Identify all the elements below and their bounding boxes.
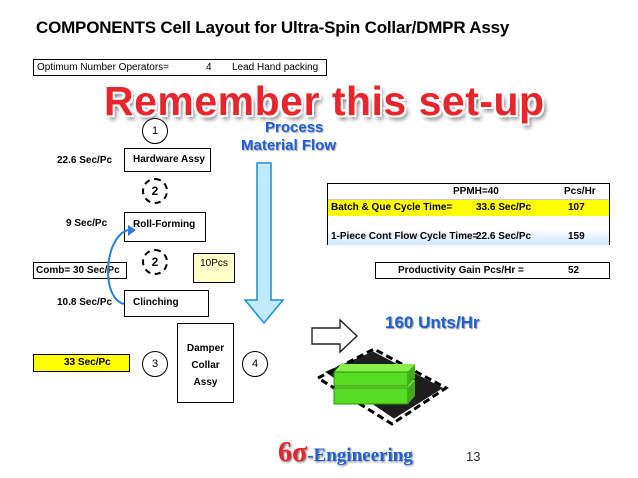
table-header-row: PPMH=40 Pcs/Hr: [328, 184, 609, 200]
page-number: 13: [466, 449, 481, 464]
operators-note: Lead Hand packing: [232, 62, 319, 73]
station-2-cycle: 9 Sec/Pc: [66, 218, 108, 229]
flow-label: 1-Piece Cont Flow Cycle Time=: [331, 231, 479, 242]
process-heading: Process: [265, 119, 324, 136]
damper-line-2: Collar: [191, 360, 220, 371]
clinching-box: Clinching: [124, 290, 209, 317]
flow-sec: 22.6 Sec/Pc: [476, 231, 532, 242]
page-title: COMPONENTS Cell Layout for Ultra-Spin Co…: [36, 18, 510, 37]
batch-sec: 33.6 Sec/Pc: [476, 202, 532, 213]
station-3-circle: 3: [142, 351, 168, 377]
roll-forming-box: Roll-Forming: [124, 212, 206, 242]
table-row: 1-Piece Cont Flow Cycle Time= 22.6 Sec/P…: [328, 229, 609, 245]
flow-pcs: 159: [568, 231, 585, 242]
operators-label: Optimum Number Operators=: [37, 62, 169, 73]
six-sigma-logo: 6σ-Engineering: [278, 437, 413, 469]
pcs-hr-label: Pcs/Hr: [564, 186, 596, 197]
ppmh-label: PPMH=40: [453, 186, 499, 197]
combined-cycle: Comb= 30 Sec/Pc: [33, 262, 127, 279]
damper-line-3: Assy: [193, 377, 218, 388]
product-boxes-icon: [314, 347, 449, 426]
logo-sigma: 6σ: [278, 437, 308, 468]
clinching-cycle: 10.8 Sec/Pc: [57, 297, 113, 308]
hardware-assy-box: Hardware Assy: [124, 148, 211, 172]
return-loop-arrow-icon: [107, 229, 129, 305]
operators-bar: Optimum Number Operators= 4 Lead Hand pa…: [33, 59, 327, 76]
logo-text: -Engineering: [307, 445, 413, 466]
buffer-10pcs: 10Pcs: [193, 253, 235, 283]
station-1-circle: 1: [142, 118, 168, 144]
productivity-gain-bar: Productivity Gain Pcs/Hr = 52: [375, 262, 610, 279]
corner-lines: [30, 403, 134, 452]
damper-collar-assy-box: Damper Collar Assy: [177, 323, 234, 403]
flow-down-arrow-icon: [243, 162, 285, 325]
damper-line-1: Damper: [186, 343, 225, 354]
units-per-hour: 160 Unts/Hr: [385, 313, 480, 332]
batch-pcs: 107: [568, 202, 585, 213]
remember-banner: Remember this set-up: [104, 78, 545, 124]
return-loop-arrowhead: [128, 225, 136, 236]
gain-label: Productivity Gain Pcs/Hr =: [398, 265, 524, 276]
station-1-cycle: 22.6 Sec/Pc: [57, 155, 113, 166]
operators-value: 4: [206, 62, 212, 73]
material-flow-heading: Material Flow: [241, 137, 337, 154]
table-row: Batch & Que Cycle Time= 33.6 Sec/Pc 107: [328, 200, 609, 216]
flow-right-arrow-icon: [311, 318, 359, 354]
damper-cycle-tag: 33 Sec/Pc: [33, 354, 130, 372]
station-4-circle: 4: [242, 351, 268, 377]
batch-label: Batch & Que Cycle Time=: [331, 202, 453, 213]
gain-value: 52: [568, 265, 580, 276]
station-2-circle: 2: [142, 178, 168, 204]
station-2b-circle: 2: [142, 249, 168, 275]
cycle-time-table: PPMH=40 Pcs/Hr Batch & Que Cycle Time= 3…: [327, 183, 610, 245]
